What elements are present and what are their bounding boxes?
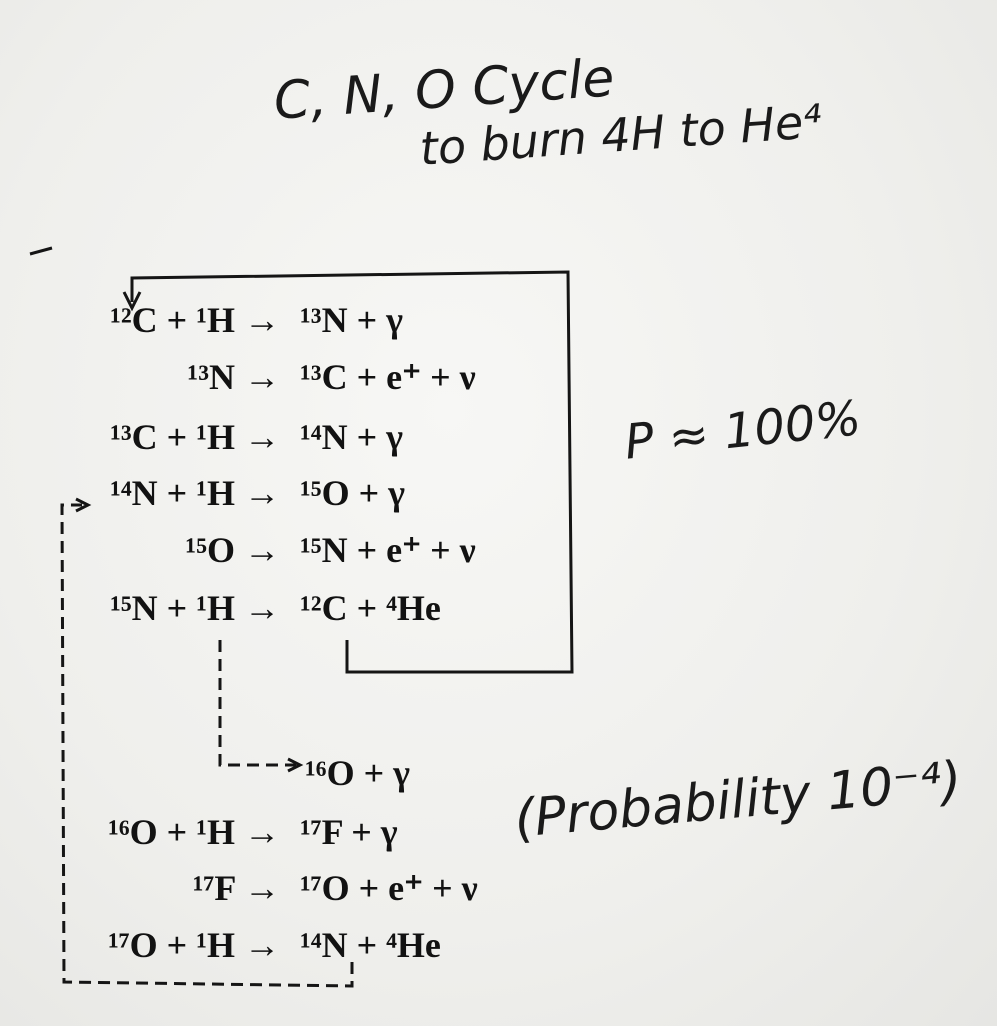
main-reaction-5-rhs: ¹⁵N + e⁺ + ν — [300, 530, 476, 570]
main-reaction-6-lhs: ¹⁵N + ¹H → — [110, 588, 280, 628]
branch-dashed-line — [218, 640, 296, 767]
main-reaction-4-lhs: ¹⁴N + ¹H → — [110, 473, 280, 513]
main-reaction-3-lhs: ¹³C + ¹H → — [110, 417, 280, 457]
main-reaction-5-lhs: ¹⁵O → — [185, 530, 280, 570]
side-cycle-arrowhead — [75, 497, 92, 513]
branch-product: ¹⁶O + γ — [305, 753, 410, 793]
main-cycle-arrowhead — [122, 291, 142, 312]
side-reaction-3-rhs: ¹⁴N + ⁴He — [300, 925, 441, 965]
branch-arrowhead — [287, 757, 304, 773]
side-reaction-3-lhs: ¹⁷O + ¹H → — [108, 925, 280, 965]
side-reaction-1-lhs: ¹⁶O + ¹H → — [108, 812, 280, 852]
main-reaction-1-lhs: ¹²C + ¹H → — [110, 300, 280, 340]
main-reaction-3-rhs: ¹⁴N + γ — [300, 417, 403, 457]
side-reaction-1-rhs: ¹⁷F + γ — [300, 812, 398, 852]
side-reaction-2-rhs: ¹⁷O + e⁺ + ν — [300, 868, 478, 908]
main-reaction-6-rhs: ¹²C + ⁴He — [300, 588, 441, 628]
main-cycle-loop — [130, 270, 574, 674]
main-reaction-4-rhs: ¹⁵O + γ — [300, 473, 405, 513]
side-reaction-2-lhs: ¹⁷F → — [192, 868, 280, 908]
side-cycle-dashed-loop — [60, 503, 354, 988]
stray-mark — [29, 246, 53, 256]
main-reaction-1-rhs: ¹³N + γ — [300, 300, 403, 340]
main-reaction-2-lhs: ¹³N → — [187, 357, 280, 397]
main-reaction-2-rhs: ¹³C + e⁺ + ν — [300, 357, 476, 397]
